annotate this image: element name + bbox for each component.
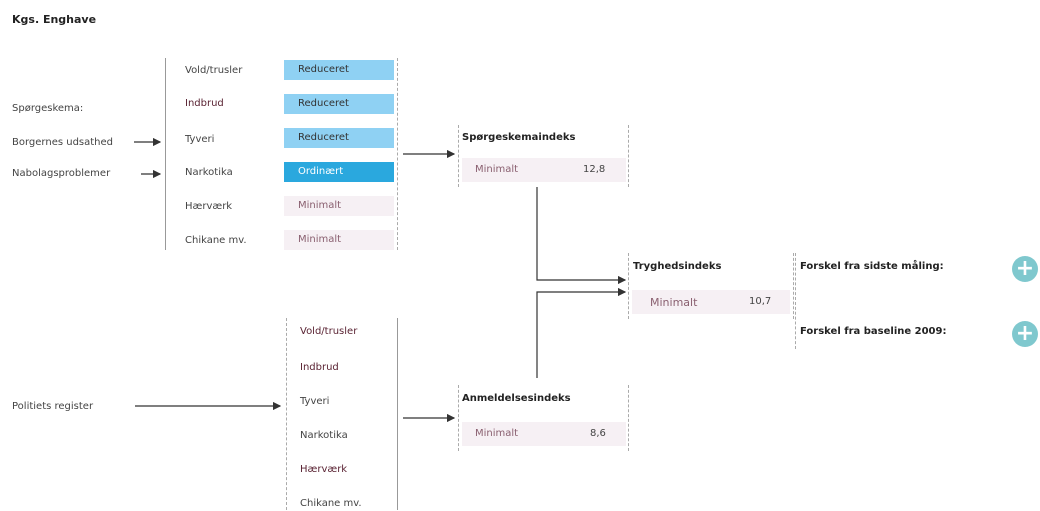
police-category: Tyveri <box>300 396 330 407</box>
safety-index-title: Tryghedsindeks <box>633 261 722 272</box>
safety-index-level: Minimalt <box>650 296 698 309</box>
survey-category: Hærværk <box>185 201 233 212</box>
plus-icon[interactable]: + <box>1012 321 1038 347</box>
source-questionnaire: Spørgeskema: <box>12 103 84 114</box>
survey-category: Narkotika <box>185 167 233 178</box>
report-index-bracket-right <box>628 385 629 451</box>
plus-icon[interactable]: + <box>1012 256 1038 282</box>
safety-index-value: 10,7 <box>749 296 772 307</box>
difference-baseline-label: Forskel fra baseline 2009: <box>800 326 947 337</box>
difference-last-label: Forskel fra sidste måling: <box>800 261 944 272</box>
level-cell: Reduceret <box>284 94 394 114</box>
survey-index-level: Minimalt <box>475 164 519 175</box>
police-category: Chikane mv. <box>300 498 362 509</box>
survey-bracket-left <box>165 58 166 250</box>
report-index-title: Anmeldelsesindeks <box>462 393 571 404</box>
arrow <box>536 287 627 378</box>
police-bracket-left <box>286 318 287 510</box>
level-cell: Minimalt <box>284 196 394 216</box>
survey-category: Tyveri <box>185 134 215 145</box>
survey-index-title: Spørgeskemaindeks <box>462 132 576 143</box>
police-category: Hærværk <box>300 464 348 475</box>
police-bracket-right <box>397 318 398 510</box>
police-category: Narkotika <box>300 430 348 441</box>
level-cell: Minimalt <box>284 230 394 250</box>
report-index-value: 8,6 <box>590 428 606 439</box>
survey-category: Indbrud <box>185 98 224 109</box>
survey-category: Chikane mv. <box>185 235 247 246</box>
survey-index-bracket-left <box>458 125 459 187</box>
report-index-level: Minimalt <box>475 428 519 439</box>
page-title: Kgs. Enghave <box>12 13 97 26</box>
difference-bracket <box>795 253 796 349</box>
police-category: Vold/trusler <box>300 326 358 337</box>
arrow <box>536 187 627 285</box>
report-index-panel <box>462 422 626 446</box>
safety-index-panel <box>632 290 790 314</box>
survey-index-bracket-right <box>628 125 629 187</box>
safety-index-bracket-right <box>793 253 794 319</box>
level-cell: Reduceret <box>284 60 394 80</box>
source-neighbourhood-problems: Nabolagsproblemer <box>12 168 111 179</box>
report-index-bracket-left <box>458 385 459 451</box>
source-police-register: Politiets register <box>12 401 94 412</box>
survey-index-value: 12,8 <box>583 164 606 175</box>
survey-category: Vold/trusler <box>185 65 243 76</box>
level-cell: Reduceret <box>284 128 394 148</box>
level-cell: Ordinært <box>284 162 394 182</box>
survey-bracket-right <box>397 58 398 250</box>
safety-index-bracket-left <box>628 253 629 319</box>
source-citizen-exposure: Borgernes udsathed <box>12 137 114 148</box>
police-category: Indbrud <box>300 362 339 373</box>
survey-index-panel <box>462 158 626 182</box>
